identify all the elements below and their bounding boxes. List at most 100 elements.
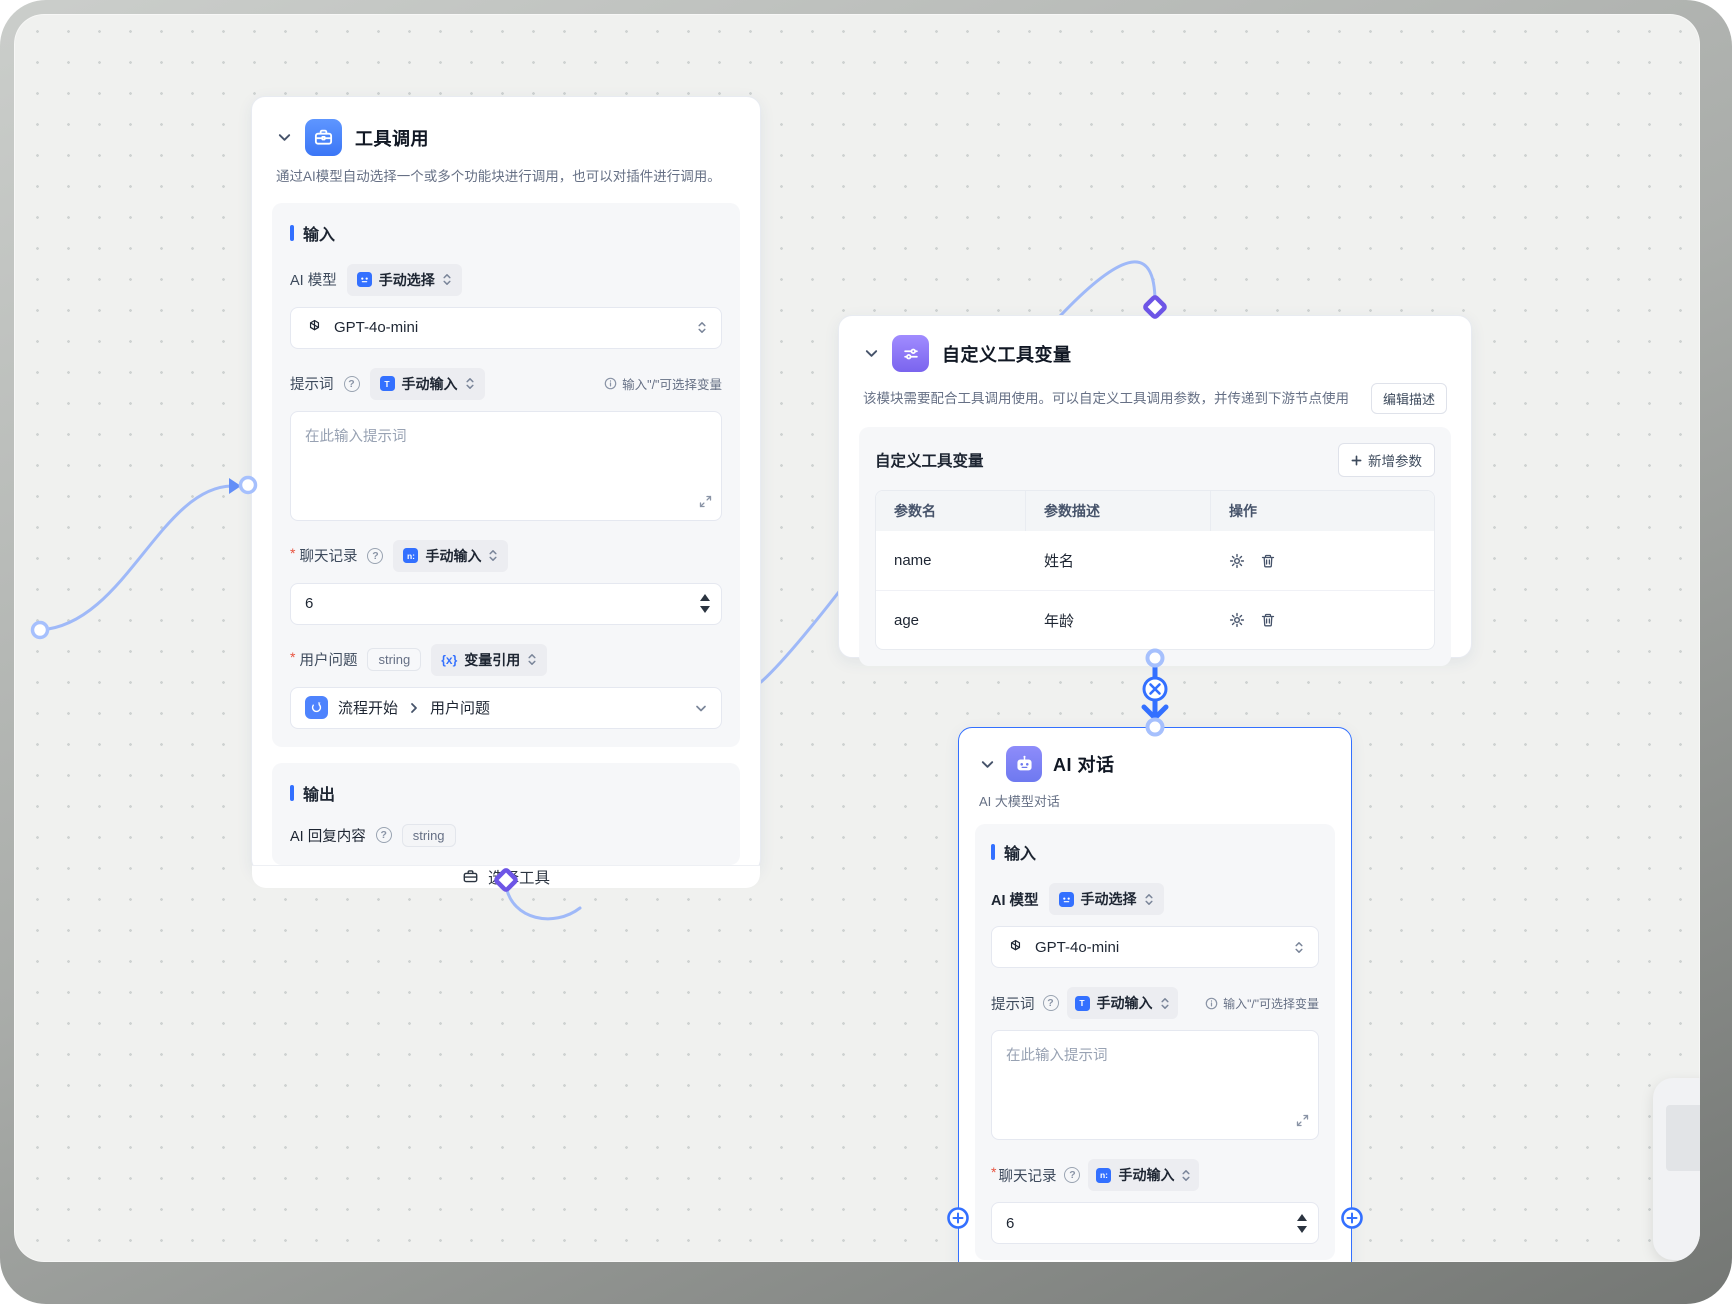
- ai-model-label: AI 模型: [991, 892, 1039, 909]
- ref-node-name: 流程开始: [338, 700, 399, 718]
- node-ai-chat[interactable]: AI 对话 AI 大模型对话 输入 AI 模型 手动选择: [958, 727, 1352, 1262]
- prompt-mode-label: 手动输入: [1096, 995, 1153, 1011]
- updown-chevron-icon: [1295, 941, 1303, 953]
- question-mode-select[interactable]: {x} 变量引用: [431, 643, 548, 676]
- history-label: 聊天记录: [998, 1168, 1057, 1185]
- prompt-textarea[interactable]: [992, 1031, 1318, 1139]
- variable-reference-select[interactable]: 流程开始 用户问题: [290, 686, 722, 729]
- help-icon: ?: [375, 827, 392, 844]
- section-bar: [290, 784, 294, 801]
- params-section-title: 自定义工具变量: [875, 453, 984, 470]
- text-type-icon: T: [1074, 995, 1090, 1011]
- info-icon: [1205, 997, 1218, 1009]
- edge-source-handle[interactable]: [30, 620, 50, 640]
- required-asterisk: *: [290, 648, 296, 665]
- edge-start-to-toolcall: [38, 484, 234, 632]
- model-select[interactable]: GPT-4o-mini: [991, 926, 1319, 968]
- briefcase-icon: [305, 119, 342, 156]
- ai-chat-header: AI 对话 AI 大模型对话: [959, 728, 1351, 810]
- prompt-textarea-wrap: [290, 410, 722, 521]
- trash-icon[interactable]: [1260, 553, 1276, 569]
- node-title: 自定义工具变量: [942, 344, 1072, 365]
- select-tool-button[interactable]: 选择工具: [252, 864, 760, 888]
- reply-label: AI 回复内容: [290, 828, 366, 845]
- help-icon: ?: [367, 547, 384, 564]
- collapse-chevron-icon[interactable]: [276, 130, 292, 146]
- flow-canvas[interactable]: 工具调用 通过AI模型自动选择一个或多个功能块进行调用，也可以对插件进行调用。 …: [14, 14, 1700, 1262]
- tool-call-output-section: 输出 AI 回复内容 ? string: [272, 762, 740, 865]
- collapse-chevron-icon[interactable]: [863, 346, 879, 362]
- model-mode-label: 手动选择: [378, 271, 435, 288]
- col-header: 参数名: [876, 491, 1026, 531]
- openai-logo-icon: [1010, 939, 1021, 950]
- number-type-icon: n:: [403, 548, 419, 564]
- updown-chevron-icon: [465, 378, 474, 389]
- history-number-wrap: [290, 582, 722, 625]
- table-row: name 姓名: [876, 531, 1434, 590]
- side-panel-thumbnail: [1666, 1105, 1700, 1171]
- updown-chevron-icon: [698, 322, 706, 333]
- params-table: 参数名 参数描述 操作 name 姓名: [875, 490, 1435, 650]
- slash-variable-hint: 输入"/"可选择变量: [604, 374, 722, 393]
- gear-icon[interactable]: [1229, 553, 1245, 569]
- node-title: 工具调用: [355, 128, 429, 149]
- edge-delete-badge[interactable]: [1142, 676, 1168, 702]
- node-description: 该模块需要配合工具调用使用。可以自定义工具调用参数，并传递到下游节点使用: [863, 390, 1349, 406]
- robot-icon: [356, 272, 372, 288]
- model-mode-select[interactable]: 手动选择: [346, 263, 462, 296]
- prompt-textarea[interactable]: [291, 411, 721, 520]
- history-mode-label: 手动输入: [425, 547, 482, 564]
- param-desc: 年龄: [1044, 612, 1075, 630]
- prompt-label: 提示词: [991, 996, 1035, 1013]
- robot-icon: [1006, 746, 1042, 782]
- expand-icon[interactable]: [699, 495, 712, 513]
- collapse-chevron-icon[interactable]: [979, 756, 995, 772]
- spin-up-icon[interactable]: [700, 594, 710, 602]
- model-select[interactable]: GPT-4o-mini: [290, 306, 722, 349]
- history-number-input[interactable]: [992, 1203, 1318, 1243]
- chevron-right-icon: [408, 702, 420, 714]
- number-type-icon: n:: [1096, 1167, 1112, 1183]
- history-mode-select[interactable]: n: 手动输入: [393, 539, 509, 572]
- expand-icon[interactable]: [1296, 1114, 1309, 1132]
- history-mode-label: 手动输入: [1118, 1167, 1175, 1183]
- required-asterisk: *: [991, 1164, 997, 1180]
- spin-up-icon[interactable]: [1297, 1213, 1307, 1221]
- required-asterisk: *: [290, 544, 296, 561]
- updown-chevron-icon: [528, 654, 536, 665]
- history-mode-select[interactable]: n: 手动输入: [1088, 1159, 1200, 1191]
- param-desc: 姓名: [1044, 553, 1075, 570]
- model-mode-label: 手动选择: [1080, 891, 1137, 907]
- spin-down-icon[interactable]: [700, 606, 710, 614]
- prompt-mode-select[interactable]: T 手动输入: [369, 367, 485, 400]
- tool-call-input-section: 输入 AI 模型 手动选择 GPT-4o-mini: [272, 202, 740, 747]
- help-icon: ?: [343, 375, 360, 392]
- gear-icon[interactable]: [1229, 612, 1245, 628]
- params-section: 自定义工具变量 新增参数 参数名 参数描述 操作 name 姓名: [859, 427, 1451, 666]
- updown-chevron-icon: [489, 550, 498, 561]
- plus-icon: [1351, 455, 1362, 465]
- prompt-textarea-wrap: [991, 1030, 1319, 1140]
- prompt-mode-select[interactable]: T 手动输入: [1066, 987, 1178, 1019]
- edge-arrowhead-icon: [229, 478, 241, 494]
- spin-down-icon[interactable]: [1297, 1225, 1307, 1233]
- node-description: 通过AI模型自动选择一个或多个功能块进行调用，也可以对插件进行调用。: [276, 169, 721, 184]
- flow-start-icon: [305, 696, 328, 720]
- add-param-button[interactable]: 新增参数: [1338, 443, 1435, 477]
- history-number-input[interactable]: [291, 583, 721, 624]
- text-type-icon: T: [379, 376, 395, 392]
- x-icon: [1149, 683, 1161, 695]
- model-mode-select[interactable]: 手动选择: [1048, 883, 1164, 915]
- edge-arrow-chevron-icon: [1141, 704, 1169, 721]
- edit-description-button[interactable]: 编辑描述: [1370, 383, 1447, 414]
- info-icon: [604, 377, 617, 390]
- node-tool-call[interactable]: 工具调用 通过AI模型自动选择一个或多个功能块进行调用，也可以对插件进行调用。 …: [251, 96, 761, 888]
- node-custom-tool-params[interactable]: 自定义工具变量 该模块需要配合工具调用使用。可以自定义工具调用参数，并传递到下游…: [838, 315, 1472, 666]
- trash-icon[interactable]: [1260, 612, 1276, 628]
- updown-chevron-icon: [1182, 1169, 1191, 1181]
- model-name: GPT-4o-mini: [334, 319, 419, 337]
- ai-chat-input-section: 输入 AI 模型 手动选择 GPT-4o-mini: [975, 824, 1335, 1260]
- slash-variable-hint: 输入"/"可选择变量: [1205, 995, 1319, 1012]
- node-subtitle: AI 大模型对话: [979, 794, 1060, 809]
